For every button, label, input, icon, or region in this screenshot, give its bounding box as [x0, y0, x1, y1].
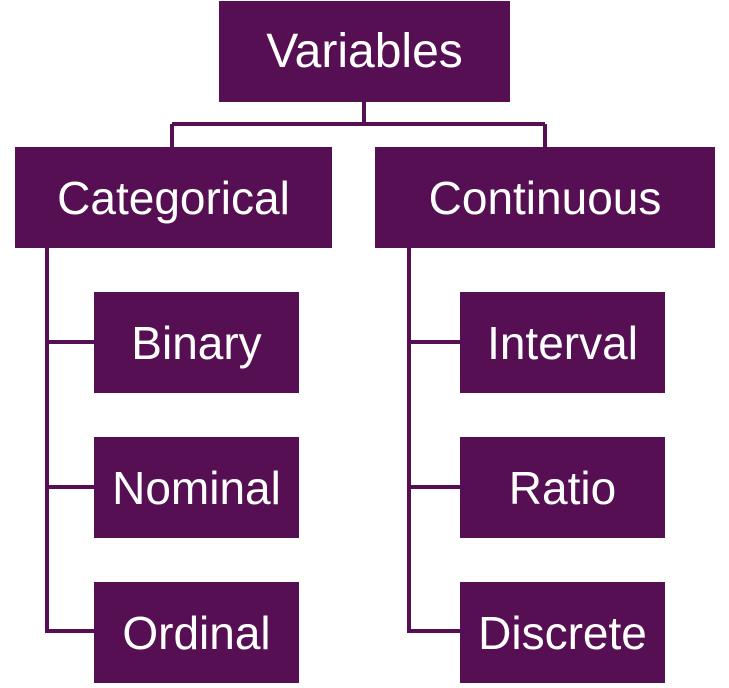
node-variables-label: Variables: [266, 24, 463, 78]
node-ratio: Ratio: [460, 437, 665, 538]
node-categorical: Categorical: [15, 147, 332, 248]
node-interval: Interval: [460, 292, 665, 393]
node-discrete: Discrete: [460, 582, 665, 683]
node-continuous-label: Continuous: [428, 171, 662, 224]
node-ordinal: Ordinal: [94, 582, 299, 683]
node-nominal: Nominal: [94, 437, 299, 538]
node-discrete-label: Discrete: [478, 606, 647, 659]
node-categorical-label: Categorical: [57, 171, 290, 224]
node-interval-label: Interval: [487, 316, 638, 369]
node-binary-label: Binary: [131, 316, 262, 369]
node-variables: Variables: [219, 1, 510, 102]
node-continuous: Continuous: [375, 147, 715, 248]
node-binary: Binary: [94, 292, 299, 393]
node-nominal-label: Nominal: [112, 461, 281, 514]
node-ratio-label: Ratio: [508, 461, 617, 514]
node-ordinal-label: Ordinal: [122, 606, 271, 659]
